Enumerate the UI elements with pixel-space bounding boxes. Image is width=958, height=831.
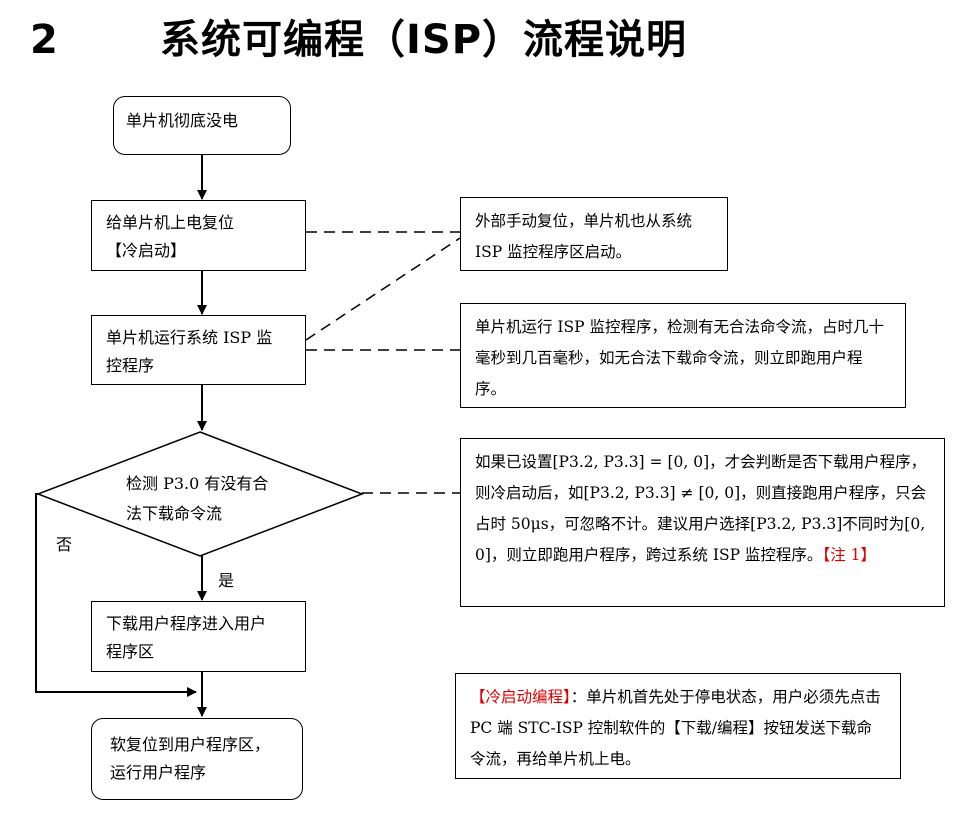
run-isp-line2: 控程序 <box>106 356 155 375</box>
note-p32-setting-text: 如果已设置[P3.2, P3.3] = [0, 0]，才会判断是否下载用户程序，… <box>475 453 927 564</box>
start-box: 单片机彻底没电 <box>113 96 291 155</box>
arrow-decision-no <box>35 493 197 697</box>
note-ref-1: 【注 1】 <box>822 546 876 564</box>
note-p32-setting: 如果已设置[P3.2, P3.3] = [0, 0]，才会判断是否下载用户程序，… <box>460 438 945 607</box>
cold-start-text: ：单片机首先处于停电状态，用户必须先点击 PC 端 STC-ISP 控制软件的【… <box>470 688 881 768</box>
run-isp-box: 单片机运行系统 ISP 监 控程序 <box>91 315 306 385</box>
download-line1: 下载用户程序进入用户 <box>106 614 267 633</box>
note-isp-monitor: 单片机运行 ISP 监控程序，检测有无合法命令流，占时几十毫秒到几百毫秒，如无合… <box>460 303 906 408</box>
decision-text-line2: 法下载命令流 <box>126 504 223 523</box>
decision-diamond <box>35 431 365 557</box>
note-manual-reset-text: 外部手动复位，单片机也从系统 ISP 监控程序区启动。 <box>475 212 693 261</box>
power-on-line2: 【冷启动】 <box>106 241 187 260</box>
section-title: 系统可编程（ISP）流程说明 <box>160 17 688 63</box>
power-on-box: 给单片机上电复位 【冷启动】 <box>91 200 306 271</box>
decision-text-line1: 检测 P3.0 有没有合 <box>126 474 269 493</box>
no-label: 否 <box>56 535 73 554</box>
note-isp-monitor-text: 单片机运行 ISP 监控程序，检测有无合法命令流，占时几十毫秒到几百毫秒，如无合… <box>475 318 885 398</box>
download-line2: 程序区 <box>106 642 155 661</box>
run-isp-line1: 单片机运行系统 ISP 监 <box>106 328 273 347</box>
soft-reset-line2: 运行用户程序 <box>110 763 207 782</box>
soft-reset-line1: 软复位到用户程序区， <box>110 735 271 754</box>
yes-label: 是 <box>218 571 235 590</box>
download-box: 下载用户程序进入用户 程序区 <box>91 601 306 672</box>
note-cold-start: 【冷启动编程】：单片机首先处于停电状态，用户必须先点击 PC 端 STC-ISP… <box>455 673 901 779</box>
soft-reset-box: 软复位到用户程序区， 运行用户程序 <box>91 718 303 800</box>
start-label: 单片机彻底没电 <box>126 111 239 130</box>
section-number: 2 <box>30 17 58 63</box>
power-on-line1: 给单片机上电复位 <box>106 213 235 232</box>
dash-diagonal-to-note <box>305 237 461 341</box>
cold-start-label: 【冷启动编程】 <box>470 688 571 706</box>
note-manual-reset: 外部手动复位，单片机也从系统 ISP 监控程序区启动。 <box>460 197 728 271</box>
